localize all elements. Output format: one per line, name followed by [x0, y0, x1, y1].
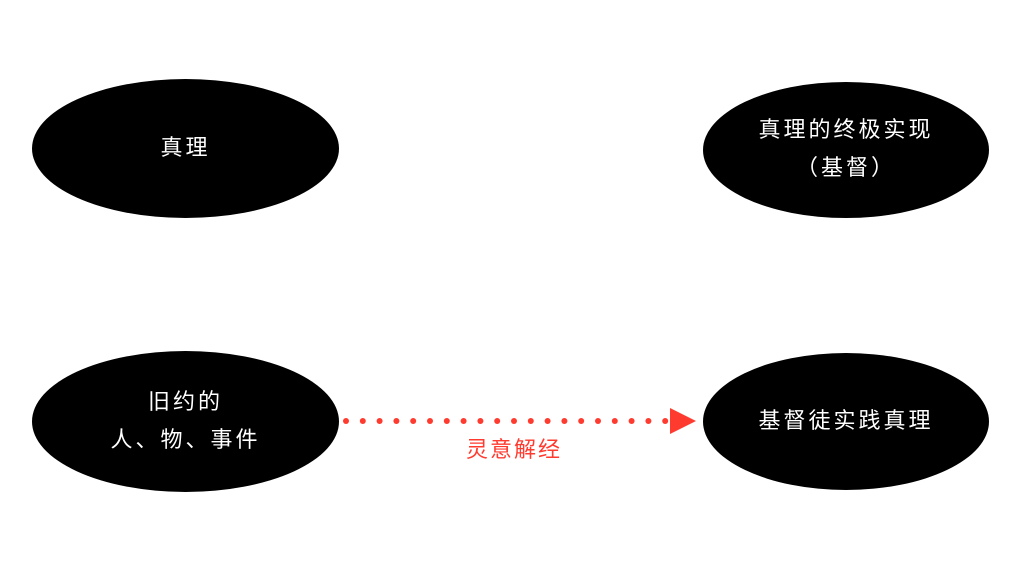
node-practice-label: 基督徒实践真理	[758, 408, 934, 434]
node-old-testament-line-1: 旧约的	[147, 389, 223, 415]
arrow-dot	[544, 418, 551, 424]
arrow-dot	[477, 418, 484, 424]
arrow-dot	[645, 418, 652, 424]
node-old-testament: 旧约的 人、物、事件	[32, 351, 339, 492]
node-fulfillment-line-1: 真理的终极实现	[758, 118, 934, 143]
node-truth-label: 真理	[160, 135, 211, 161]
arrow-dot	[662, 418, 669, 424]
arrow-label: 灵意解经	[465, 438, 562, 463]
arrow-dot	[494, 418, 501, 424]
arrow-dot	[611, 418, 618, 424]
node-truth-fulfillment: 真理的终极实现 （基督）	[703, 82, 989, 218]
arrow-dot	[595, 418, 601, 424]
node-fulfillment-line-2: （基督）	[795, 156, 896, 181]
arrow-dot	[527, 418, 534, 424]
arrow-dot	[343, 418, 349, 424]
arrow-dot	[393, 418, 400, 424]
arrow-dot	[359, 418, 366, 424]
arrow-head-icon	[670, 408, 696, 434]
node-old-testament-line-2: 人、物、事件	[110, 427, 261, 453]
arrow-dots	[343, 418, 669, 424]
arrow-dot	[443, 418, 450, 424]
arrow-dot	[410, 418, 417, 424]
arrow-dot	[511, 418, 517, 424]
node-christian-practice: 基督徒实践真理	[703, 353, 989, 490]
arrow-dot	[561, 418, 568, 424]
arrow-dot	[427, 418, 433, 424]
arrow-dot	[460, 418, 467, 424]
arrow-dot	[376, 418, 383, 424]
node-truth: 真理	[32, 79, 339, 218]
arrow-dot	[578, 418, 585, 424]
arrow-dot	[628, 418, 635, 424]
